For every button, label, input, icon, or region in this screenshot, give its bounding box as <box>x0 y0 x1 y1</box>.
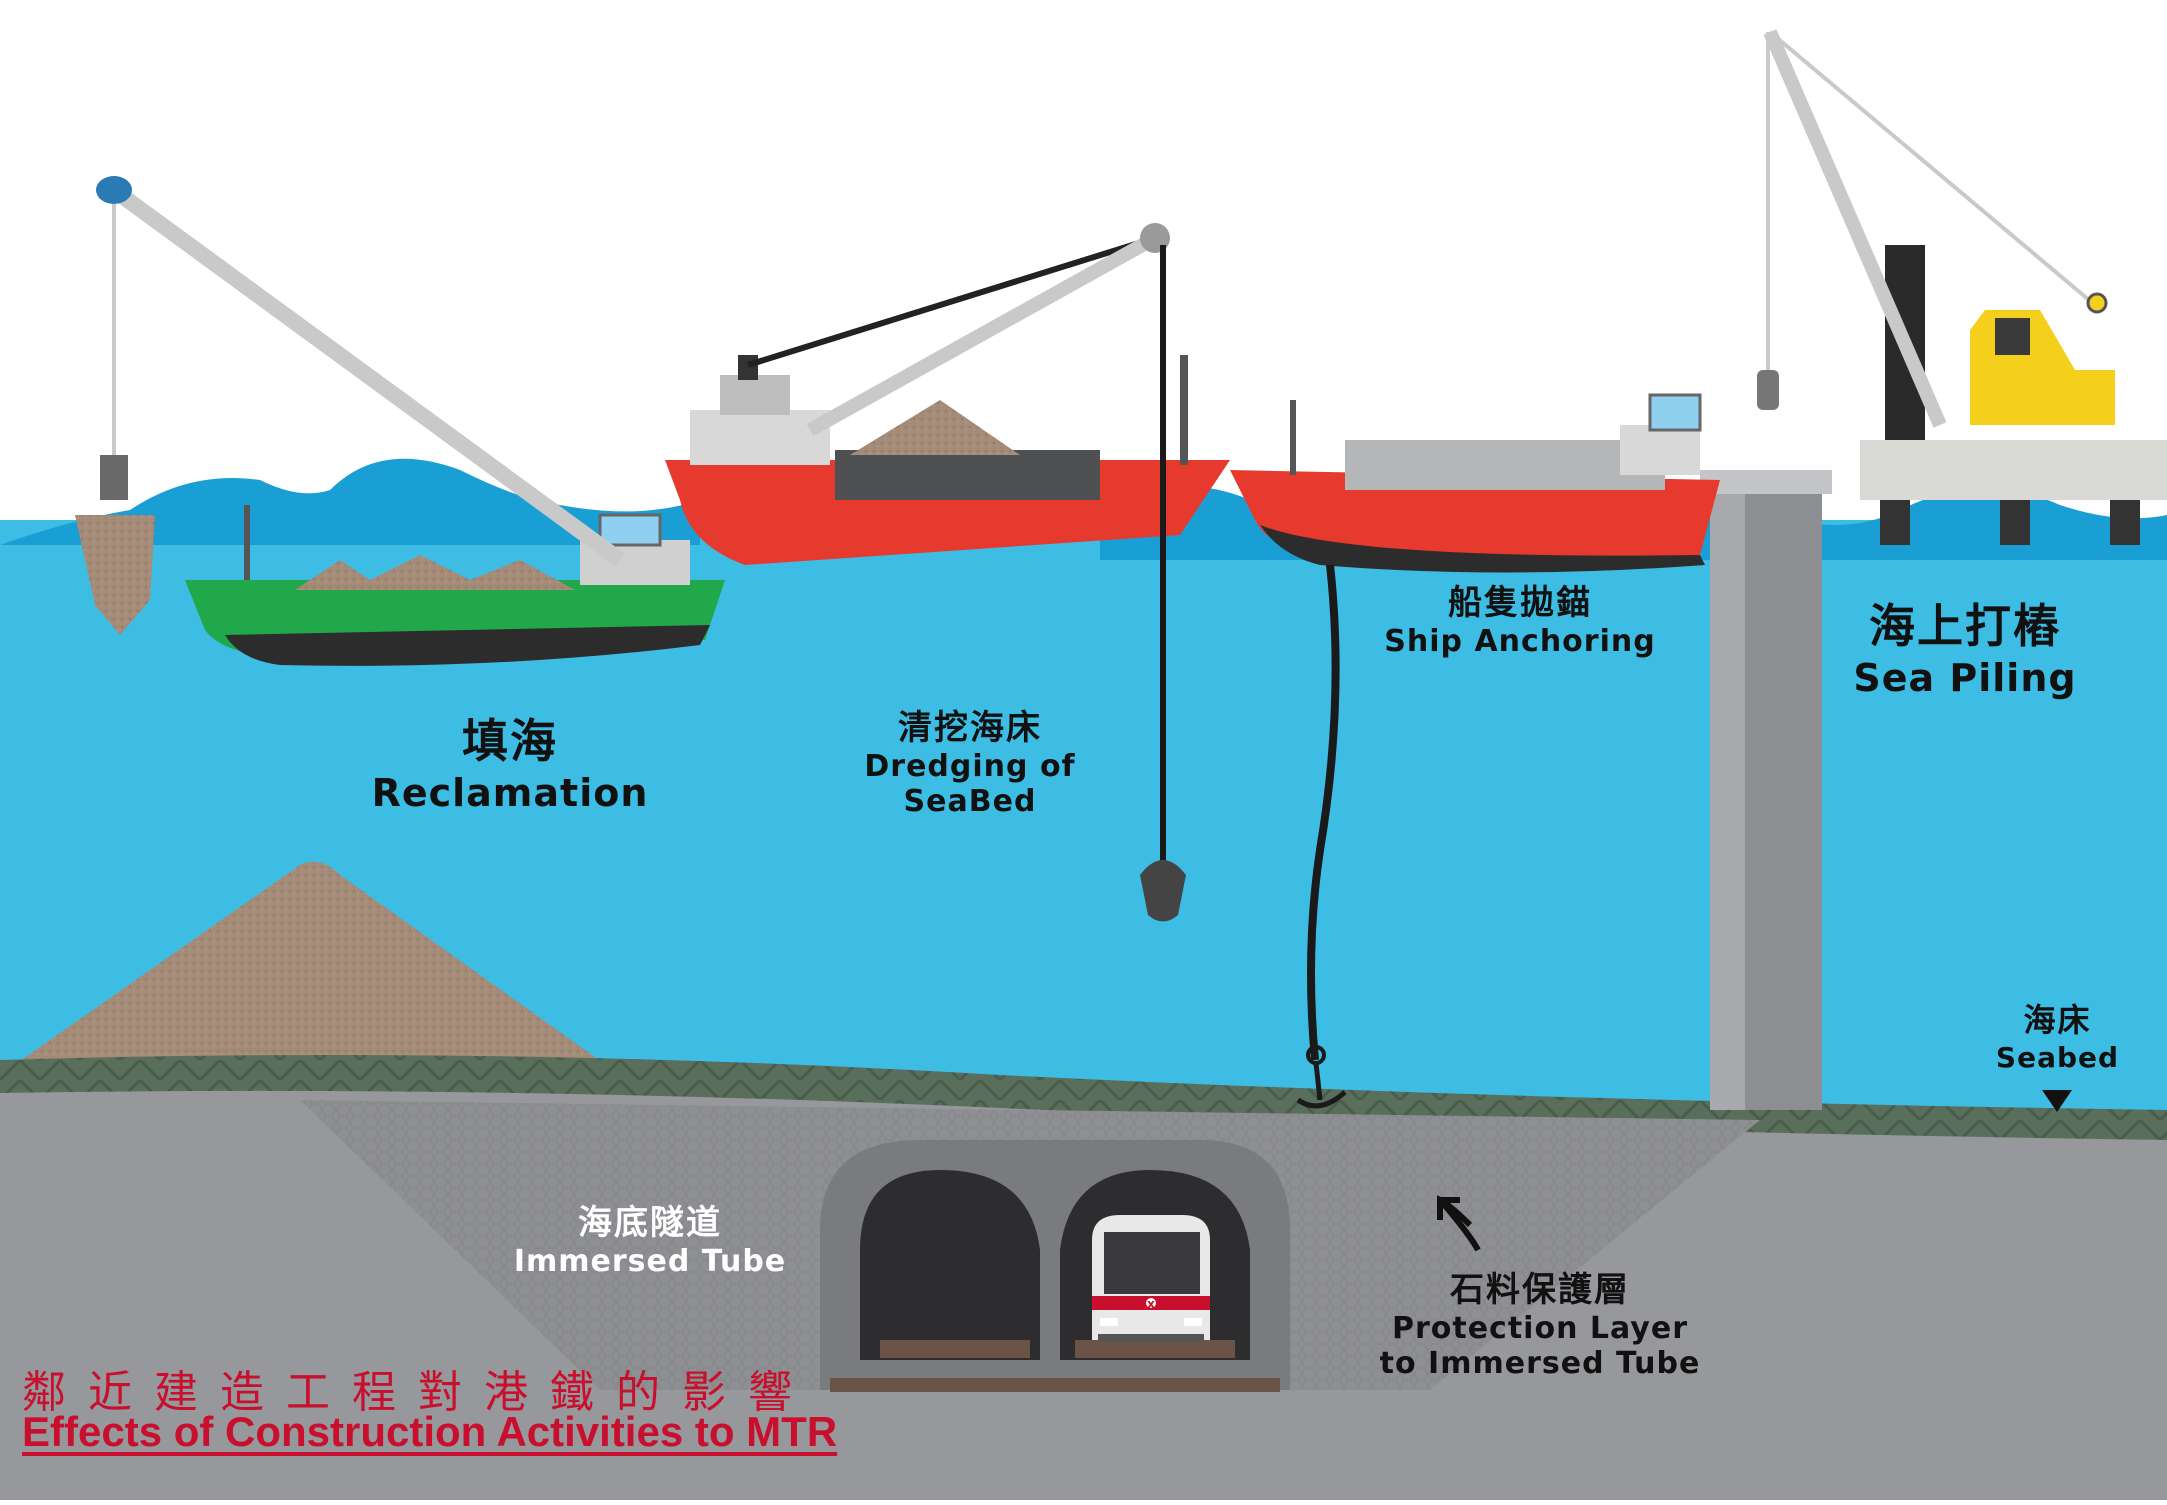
barge-sand-load <box>295 555 575 590</box>
reclamation-crane-boom <box>109 183 625 567</box>
footer-title-en: Effects of Construction Activities to MT… <box>22 1408 838 1455</box>
grab-bucket-sand <box>75 515 155 635</box>
label-anchoring: 船隻拋錨 Ship Anchoring <box>1360 575 1680 659</box>
seabed-marker-icon <box>2042 1090 2072 1112</box>
piling-zh: 海上打樁 <box>1869 599 2061 653</box>
label-seabed: 海床 Seabed <box>1970 995 2145 1074</box>
wave-left <box>0 458 700 545</box>
dredger-crane-boom <box>806 231 1159 437</box>
dredging-ship <box>665 223 1230 922</box>
anchoring-ship <box>1230 393 1720 1109</box>
seabed-en: Seabed <box>1995 1041 2120 1074</box>
label-immersed-tube: 海底隧道 Immersed Tube <box>490 1195 810 1279</box>
protection-en-line2: to Immersed Tube <box>1379 1346 1701 1381</box>
label-dredging: 清挖海床 Dredging of SeaBed <box>830 700 1110 819</box>
anchoring-zh: 船隻拋錨 <box>1448 583 1592 623</box>
protection-en-line1: Protection Layer <box>1391 1311 1689 1346</box>
reclamation-zh: 填海 <box>462 714 558 768</box>
protection-zh: 石料保護層 <box>1450 1270 1630 1310</box>
piling-crane-boom <box>1763 29 1947 428</box>
dredger-crane-cable-stay <box>747 235 1156 368</box>
track-bed-left <box>880 1340 1030 1358</box>
tube-bore-left <box>860 1170 1040 1360</box>
anchor <box>1296 1045 1347 1109</box>
track-bed-right <box>1075 1340 1235 1358</box>
dredging-zh: 清挖海床 <box>898 708 1042 748</box>
pile-column <box>1700 470 1832 1110</box>
seabed-zh: 海床 <box>2023 1001 2092 1039</box>
piling-en: Sea Piling <box>1853 656 2077 700</box>
tube-base <box>830 1378 1280 1392</box>
clamshell-grab <box>1140 860 1186 922</box>
dredger-spoil-load <box>850 400 1020 455</box>
footer-title-zh: 鄰近建造工程對港鐵的影響 <box>22 1367 814 1418</box>
anchoring-en: Ship Anchoring <box>1384 624 1656 659</box>
protection-pointer-arrow <box>1437 1195 1481 1252</box>
dredging-en-line2: SeaBed <box>903 784 1037 819</box>
reclamation-sand-mound <box>0 861 620 1075</box>
reclamation-crane <box>75 176 625 635</box>
label-protection-layer: 石料保護層 Protection Layer to Immersed Tube <box>1345 1262 1735 1381</box>
reclamation-en: Reclamation <box>371 771 649 815</box>
immersed-tube <box>820 1140 1290 1392</box>
dredging-en-line1: Dredging of <box>864 749 1076 784</box>
mtr-train <box>1092 1215 1210 1342</box>
label-reclamation: 填海 Reclamation <box>340 705 680 815</box>
label-piling: 海上打樁 Sea Piling <box>1830 590 2100 700</box>
anchor-chain <box>1307 564 1340 1061</box>
train-badge-text: x <box>1147 1297 1155 1311</box>
tube-en: Immersed Tube <box>513 1244 787 1279</box>
reclamation-barge <box>185 505 725 666</box>
tube-zh: 海底隧道 <box>578 1203 722 1243</box>
piling-platform <box>1757 29 2167 545</box>
